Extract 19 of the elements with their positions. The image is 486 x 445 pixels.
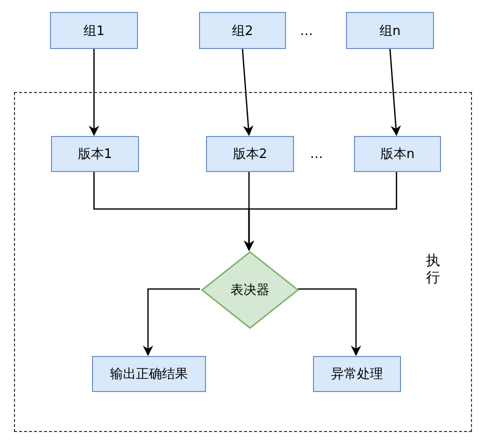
ellipsis-label: … bbox=[310, 147, 323, 162]
arrow bbox=[242, 48, 254, 136]
ellipsis-label: … bbox=[300, 24, 313, 39]
arrow bbox=[142, 288, 200, 356]
process-box: 版本n bbox=[354, 136, 441, 172]
process-box: 组n bbox=[346, 12, 434, 49]
arrow bbox=[88, 49, 100, 136]
frame-label: 执行 bbox=[426, 253, 440, 287]
process-box: 版本1 bbox=[51, 136, 139, 172]
decision-diamond: 表决器 bbox=[201, 251, 299, 329]
process-box: 版本2 bbox=[206, 136, 294, 172]
process-box: 组1 bbox=[50, 12, 138, 49]
arrow bbox=[244, 171, 398, 252]
process-box: 输出正确结果 bbox=[92, 356, 206, 392]
process-box: 异常处理 bbox=[313, 356, 401, 392]
arrow bbox=[298, 288, 362, 356]
process-box: 组2 bbox=[199, 12, 286, 49]
dashed-frame bbox=[14, 92, 472, 432]
arrow bbox=[389, 48, 401, 136]
